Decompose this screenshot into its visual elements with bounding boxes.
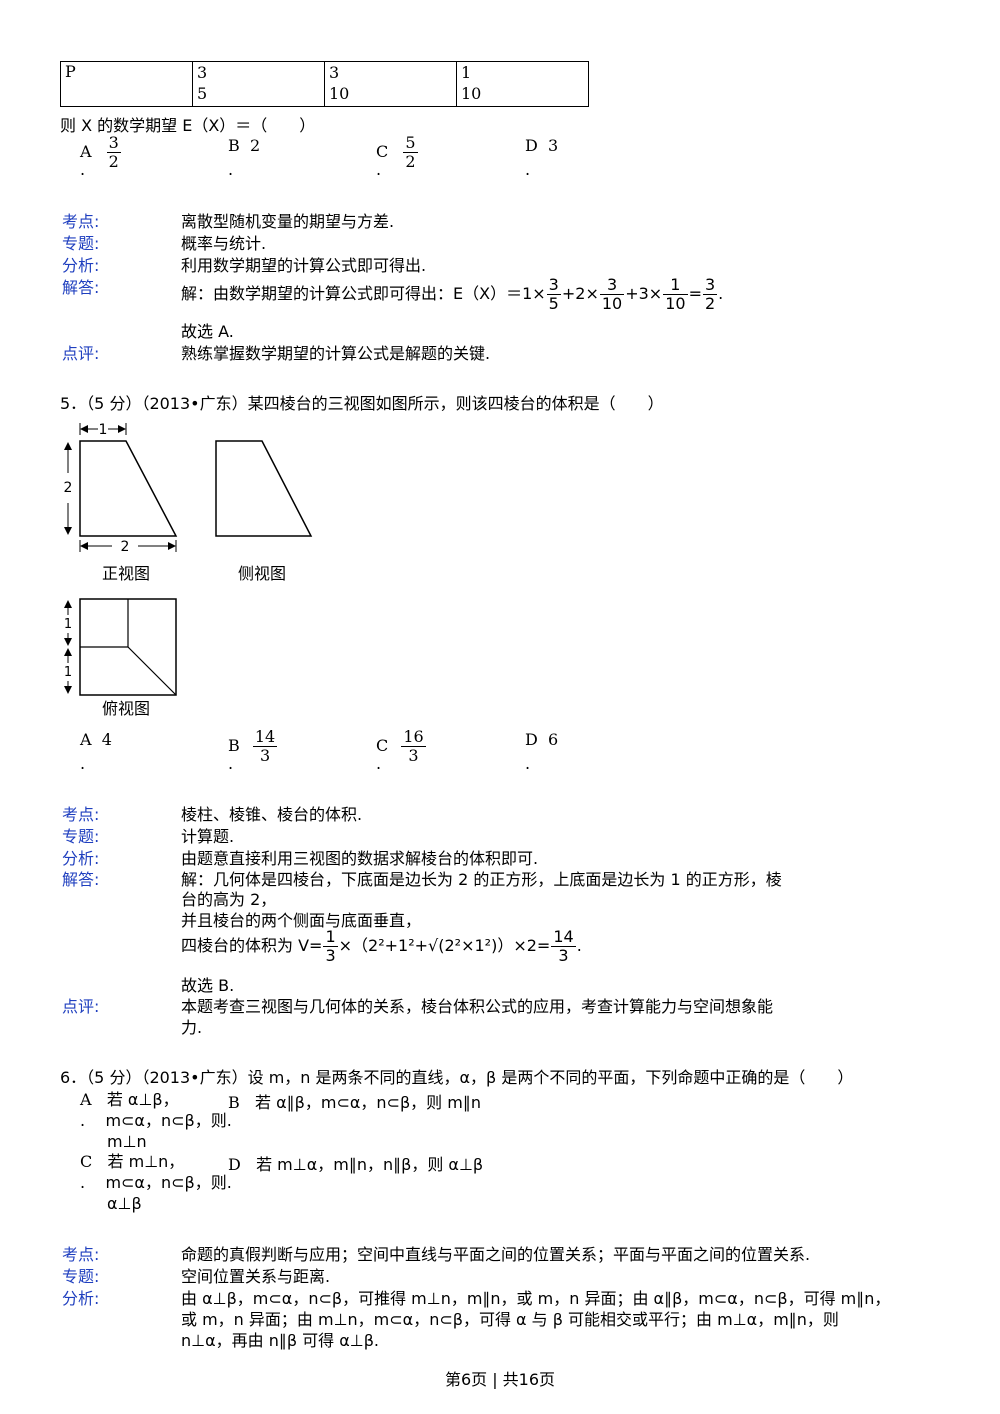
page-footer: 第6页 | 共16页 bbox=[444, 1370, 556, 1389]
option-dot: . bbox=[228, 160, 234, 179]
front-view-label: 正视图 bbox=[102, 564, 150, 583]
q4-dianping: 熟练掌握数学期望的计算公式是解题的关键. bbox=[181, 344, 491, 363]
q6-kaodian: 命题的真假判断与应用；空间中直线与平面之间的位置关系；平面与平面之间的位置关系. bbox=[181, 1245, 811, 1264]
q6-fenxi-line3: n⊥α，再由 n∥β 可得 α⊥β. bbox=[181, 1331, 380, 1350]
q5-zhuanti: 计算题. bbox=[181, 827, 235, 846]
q5-option-d[interactable]: D 6 bbox=[525, 730, 559, 749]
side-view bbox=[215, 440, 313, 537]
q6-stem: 6．（5 分）（2013•广东）设 m，n 是两条不同的直线，α，β 是两个不同… bbox=[60, 1068, 854, 1087]
table-row-label: P bbox=[60, 61, 193, 107]
q4-option-d[interactable]: D 3 bbox=[525, 136, 559, 155]
option-dot: . bbox=[228, 754, 234, 773]
q6-zhuanti: 空间位置关系与距离. bbox=[181, 1267, 331, 1286]
side-view-label: 侧视图 bbox=[238, 564, 286, 583]
option-dot: . bbox=[525, 160, 531, 179]
q4-kaodian-label: 考点: bbox=[62, 212, 100, 231]
option-dot: . bbox=[376, 754, 382, 773]
q6-zhuanti-label: 专题: bbox=[62, 1267, 100, 1286]
q4-option-b[interactable]: B 2 bbox=[228, 136, 261, 155]
top-view: 1 1 bbox=[64, 598, 177, 696]
dim-side-1-label: 1 bbox=[64, 617, 72, 632]
q6-option-a[interactable]: A 若 α⊥β， . m⊂α，n⊂β，则. m⊥n bbox=[80, 1090, 232, 1151]
q5-jieda-line2: 台的高为 2， bbox=[181, 890, 277, 909]
q5-jieda-line1: 解：几何体是四棱台，下底面是边长为 2 的正方形，上底面是边长为 1 的正方形，… bbox=[181, 870, 782, 889]
q5-dianping-label: 点评: bbox=[62, 997, 100, 1016]
three-view-figure: 1 2 2 正视图 侧视图 1 1 俯视图 bbox=[64, 422, 313, 718]
q5-fenxi: 由题意直接利用三视图的数据求解棱台的体积即可. bbox=[181, 849, 539, 868]
q6-fenxi-label: 分析: bbox=[62, 1289, 100, 1308]
q5-fenxi-label: 分析: bbox=[62, 849, 100, 868]
dim-top-label: 1 bbox=[99, 422, 108, 438]
q5-jieda-choice: 故选 B. bbox=[181, 976, 235, 995]
q5-kaodian: 棱柱、棱锥、棱台的体积. bbox=[181, 805, 363, 824]
q5-option-a[interactable]: A 4 bbox=[80, 730, 112, 749]
q6-option-c[interactable]: C 若 m⊥n， . m⊂α，n⊂β，则. α⊥β bbox=[80, 1152, 232, 1213]
q4-jieda-choice: 故选 A. bbox=[181, 322, 234, 341]
q5-zhuanti-label: 专题: bbox=[62, 827, 100, 846]
dim-height-label: 2 bbox=[64, 480, 73, 496]
q4-fenxi: 利用数学期望的计算公式即可得出. bbox=[181, 256, 427, 275]
q6-fenxi-line2: 或 m，n 异面；由 m⊥n，m⊂α，n⊂β，可得 α 与 β 可能相交或平行；… bbox=[181, 1310, 839, 1329]
option-dot: . bbox=[80, 160, 86, 179]
q5-dianping-line2: 力. bbox=[181, 1018, 203, 1037]
option-dot: . bbox=[525, 754, 531, 773]
q5-stem: 5．（5 分）（2013•广东）某四棱台的三视图如图所示，则该四棱台的体积是（ … bbox=[60, 394, 664, 413]
option-dot: . bbox=[80, 754, 86, 773]
option-dot: . bbox=[376, 160, 382, 179]
q4-zhuanti-label: 专题: bbox=[62, 234, 100, 253]
dim-side-2-label: 1 bbox=[64, 665, 72, 680]
q5-jieda-line3: 并且棱台的两个侧面与底面垂直， bbox=[181, 911, 422, 930]
q6-option-d[interactable]: D 若 m⊥α，m∥n，n∥β，则 α⊥β bbox=[228, 1155, 484, 1174]
q4-fenxi-label: 分析: bbox=[62, 256, 100, 275]
q6-kaodian-label: 考点: bbox=[62, 1245, 100, 1264]
dim-bottom-label: 2 bbox=[121, 539, 130, 555]
q4-kaodian: 离散型随机变量的期望与方差. bbox=[181, 212, 395, 231]
q4-stem: 则 X 的数学期望 E（X）＝（ ） bbox=[60, 116, 316, 135]
q6-fenxi-line1: 由 α⊥β，m⊂α，n⊂β，可推得 m⊥n，m∥n，或 m，n 异面；由 α∥β… bbox=[181, 1289, 891, 1308]
q4-jieda-label: 解答: bbox=[62, 278, 100, 297]
q4-dianping-label: 点评: bbox=[62, 344, 100, 363]
q5-dianping-line1: 本题考查三视图与几何体的关系，棱台体积公式的应用，考查计算能力与空间想象能 bbox=[181, 997, 774, 1016]
q5-kaodian-label: 考点: bbox=[62, 805, 100, 824]
q5-jieda-label: 解答: bbox=[62, 870, 100, 889]
q6-option-b[interactable]: B 若 α∥β，m⊂α，n⊂β，则 m∥n bbox=[228, 1093, 481, 1112]
top-view-label: 俯视图 bbox=[102, 699, 150, 718]
front-view: 1 2 2 bbox=[64, 422, 178, 555]
q4-zhuanti: 概率与统计. bbox=[181, 234, 267, 253]
